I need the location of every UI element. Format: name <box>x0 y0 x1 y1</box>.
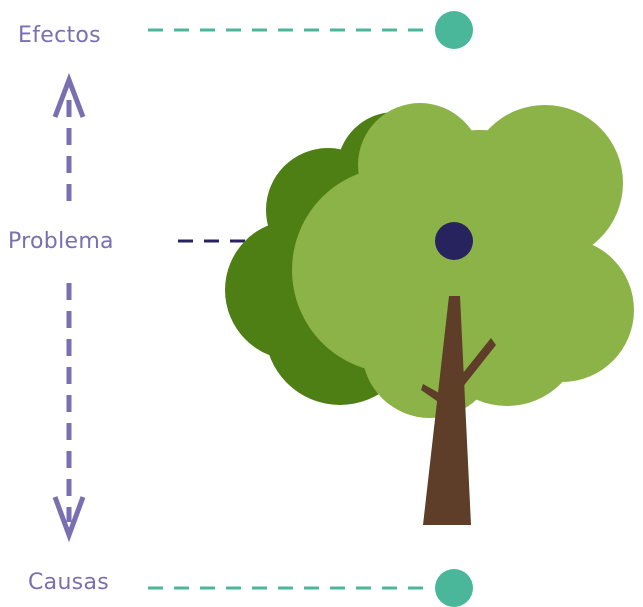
arrow-head-down <box>52 496 86 543</box>
causas-dot <box>435 569 473 607</box>
tree-trunk <box>421 296 496 525</box>
efectos-label: Efectos <box>18 23 101 48</box>
efectos-dot <box>435 11 473 49</box>
causas-label: Causas <box>28 570 109 595</box>
arrow-head-up <box>52 72 86 118</box>
tree-icon <box>225 103 634 525</box>
double-headed-arrow-icon <box>52 72 86 543</box>
problema-label: Problema <box>8 229 114 254</box>
problema-dot <box>435 222 473 260</box>
